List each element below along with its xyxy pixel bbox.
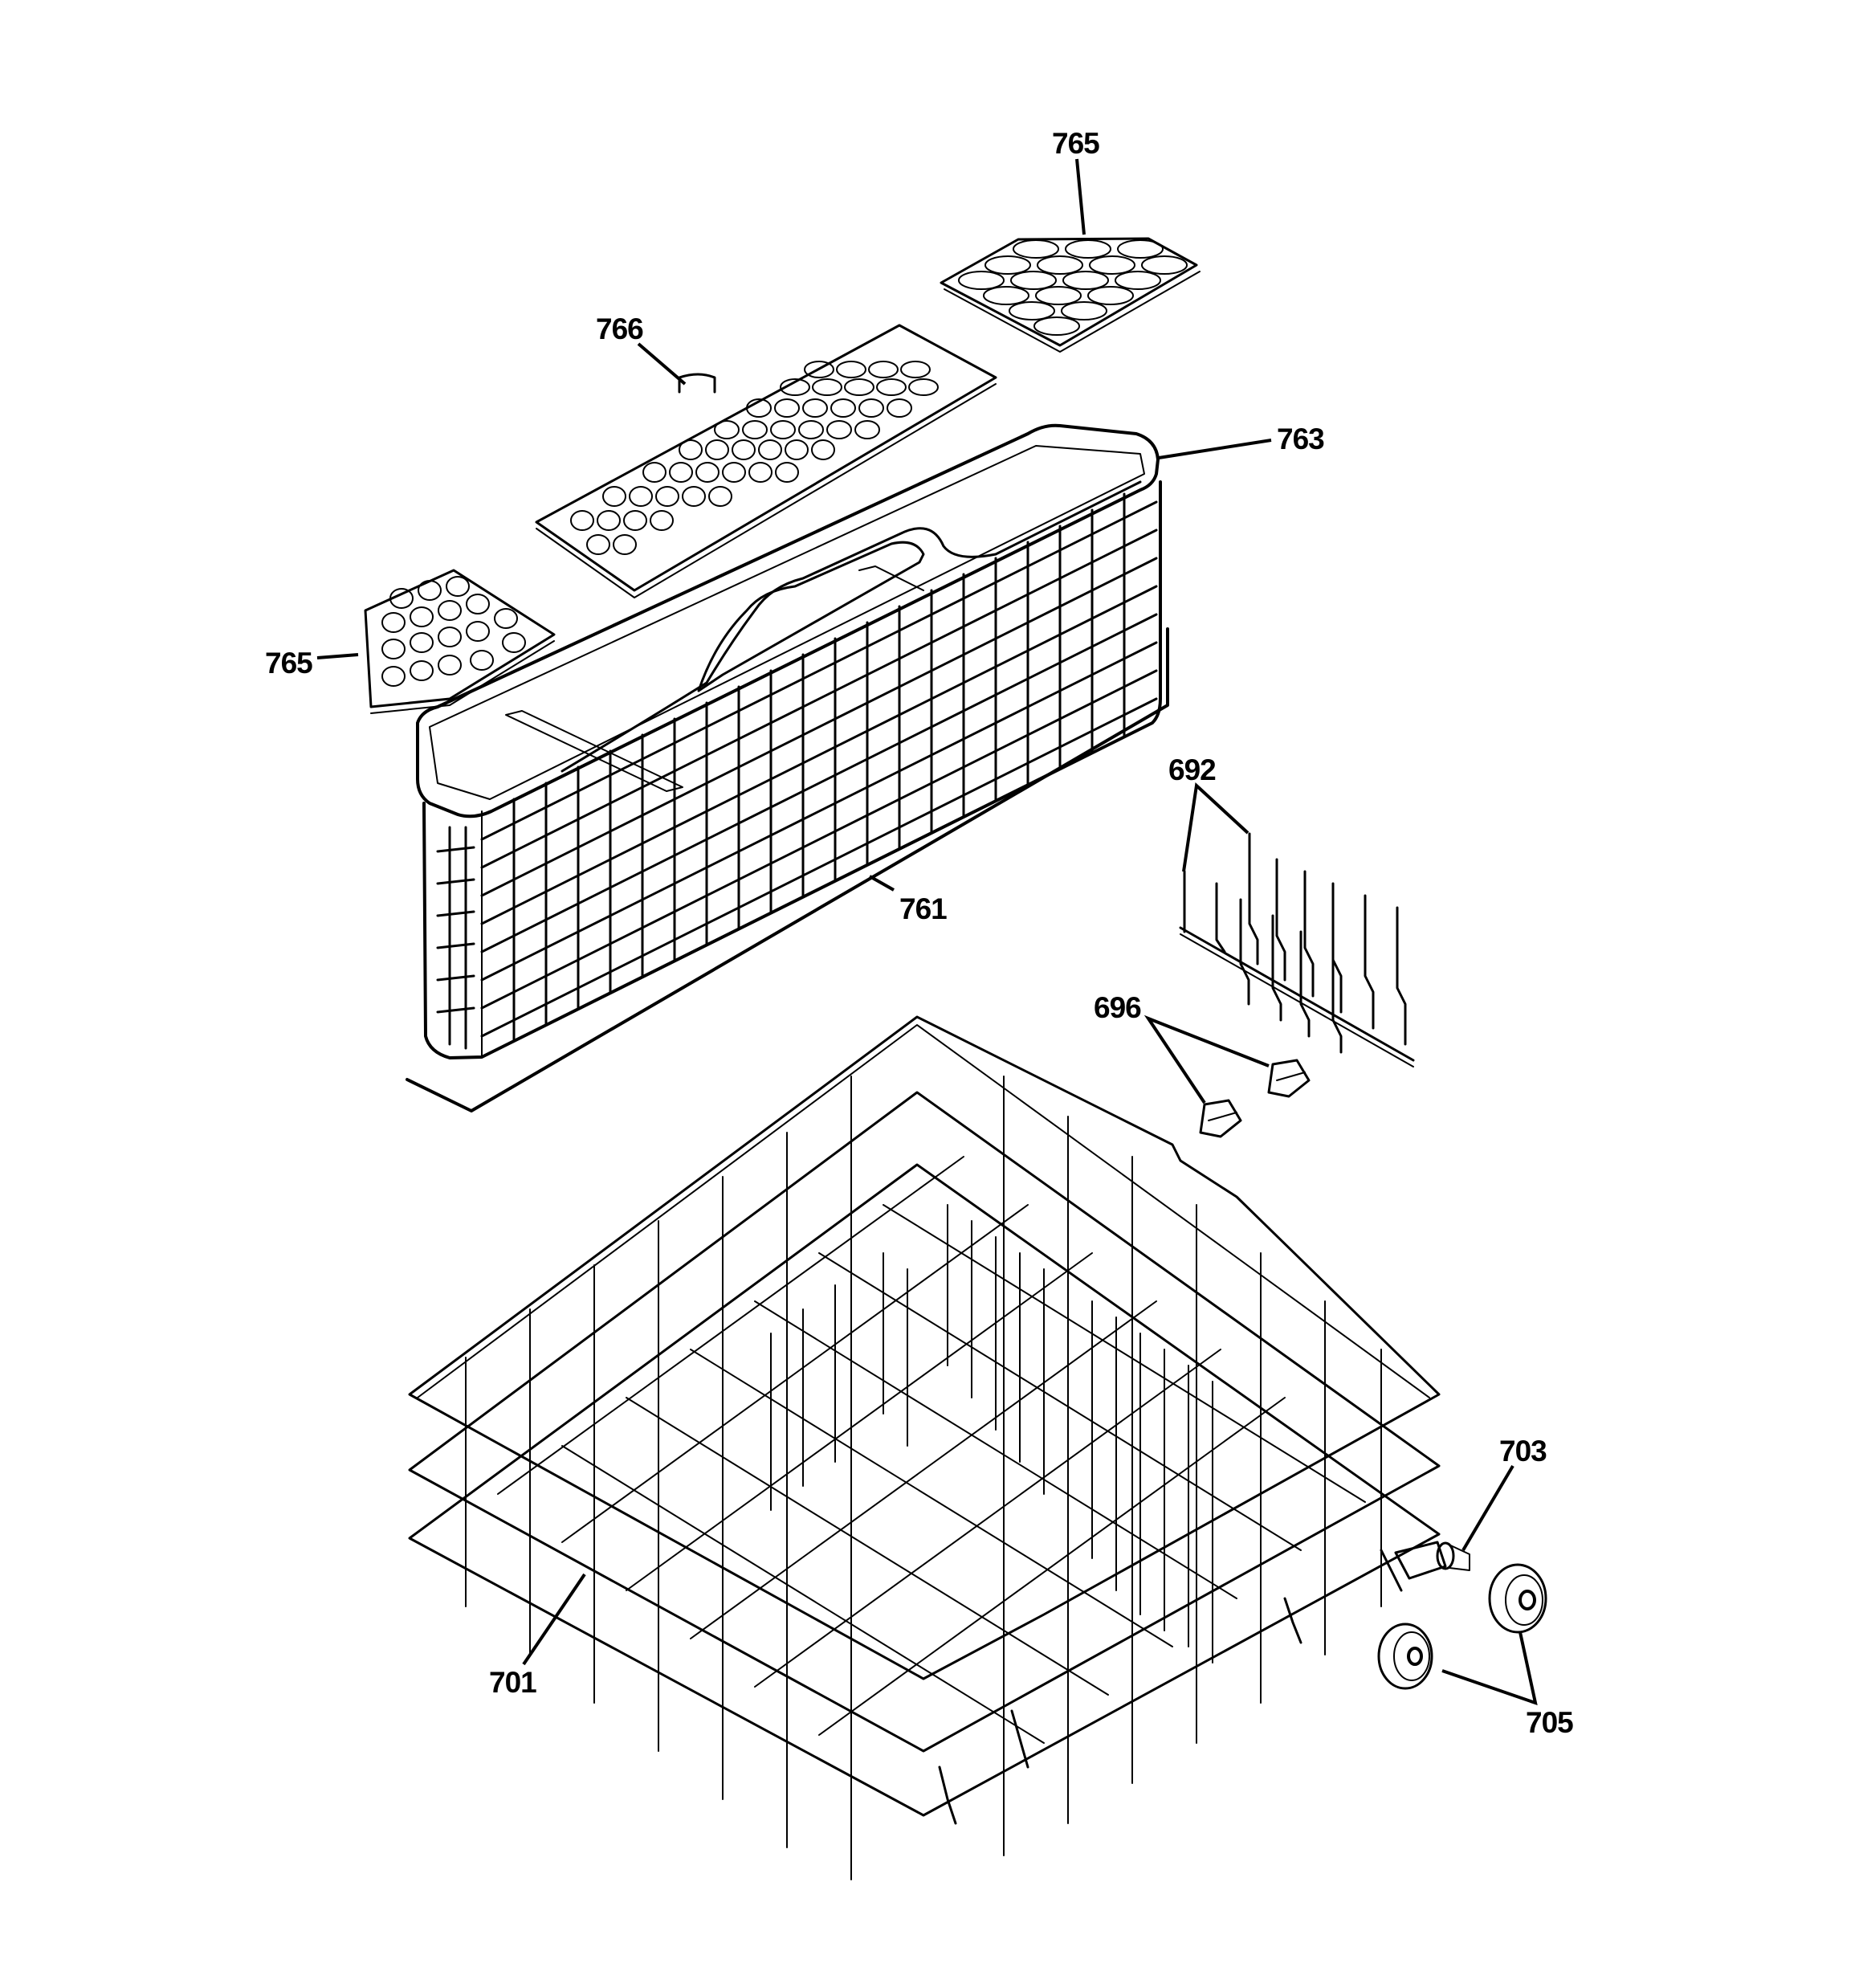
tine-clips [1199,1059,1311,1138]
lower-rack [408,1015,1441,1880]
leader-761 [869,875,895,892]
leader-692 [1182,782,1249,872]
tine-row [1179,832,1415,1067]
leader-lines [316,158,1538,1706]
leader-763 [1158,439,1272,459]
callout-766: 766 [596,312,644,345]
callout-692: 692 [1168,753,1217,786]
callout-763: 763 [1277,423,1325,455]
callout-765-left: 765 [265,647,313,680]
leader-705 [1441,1631,1538,1706]
callout-765-top: 765 [1052,127,1100,160]
callout-703: 703 [1499,1435,1547,1468]
basket-cover-large [535,324,997,598]
leader-703 [1461,1464,1514,1552]
leader-766 [637,342,687,386]
wheel-axle [1394,1541,1470,1580]
rack-wheels [1377,1563,1547,1690]
basket-assembly-bracket [406,627,1169,1112]
basket-cover-small-top [940,237,1201,353]
callout-761: 761 [899,892,948,925]
leader-765-left [316,653,359,659]
leader-696 [1143,1014,1270,1104]
callout-701: 701 [489,1666,537,1699]
callout-696: 696 [1094,991,1142,1024]
callout-705: 705 [1526,1706,1574,1739]
leader-701 [522,1573,586,1666]
basket-cover-small-left [364,569,556,714]
silverware-basket [416,423,1162,1059]
leader-765-top [1075,158,1086,235]
